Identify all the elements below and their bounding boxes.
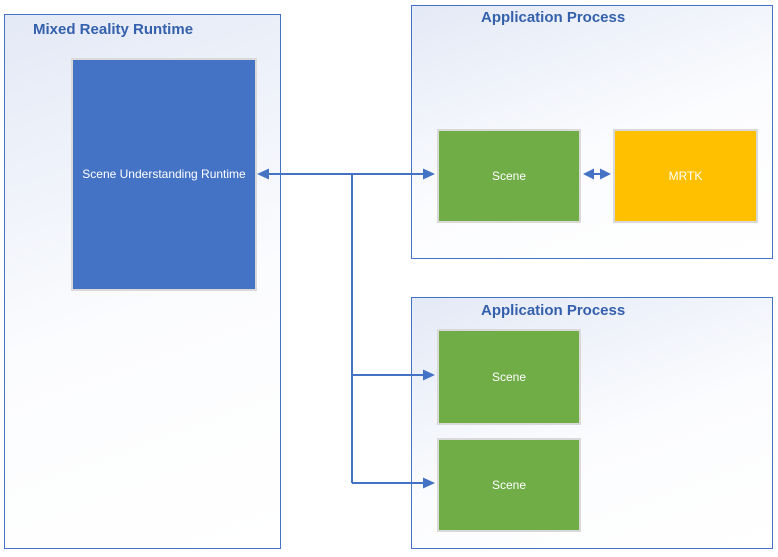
mixed-reality-runtime-container: Mixed Reality Runtime Scene Understandin…: [4, 14, 281, 549]
scene-understanding-runtime-label: Scene Understanding Runtime: [82, 167, 246, 182]
mixed-reality-runtime-title: Mixed Reality Runtime: [33, 21, 194, 38]
scene-box-top: Scene: [437, 129, 581, 223]
scene-box-top-label: Scene: [491, 168, 527, 183]
application-process-top-container: Application Process Scene MRTK: [411, 5, 773, 259]
application-process-top-title: Application Process: [481, 9, 626, 26]
application-process-bottom-title: Application Process: [481, 302, 626, 319]
mrtk-box: MRTK: [613, 129, 758, 223]
scene-understanding-runtime-box: Scene Understanding Runtime: [71, 58, 257, 291]
scene-box-bottom-upper: Scene: [437, 329, 581, 425]
mrtk-box-label: MRTK: [668, 168, 703, 183]
scene-box-bottom-lower-label: Scene: [491, 477, 527, 492]
application-process-bottom-container: Application Process Scene Scene: [411, 297, 773, 549]
scene-box-bottom-upper-label: Scene: [491, 369, 527, 384]
scene-box-bottom-lower: Scene: [437, 438, 581, 532]
